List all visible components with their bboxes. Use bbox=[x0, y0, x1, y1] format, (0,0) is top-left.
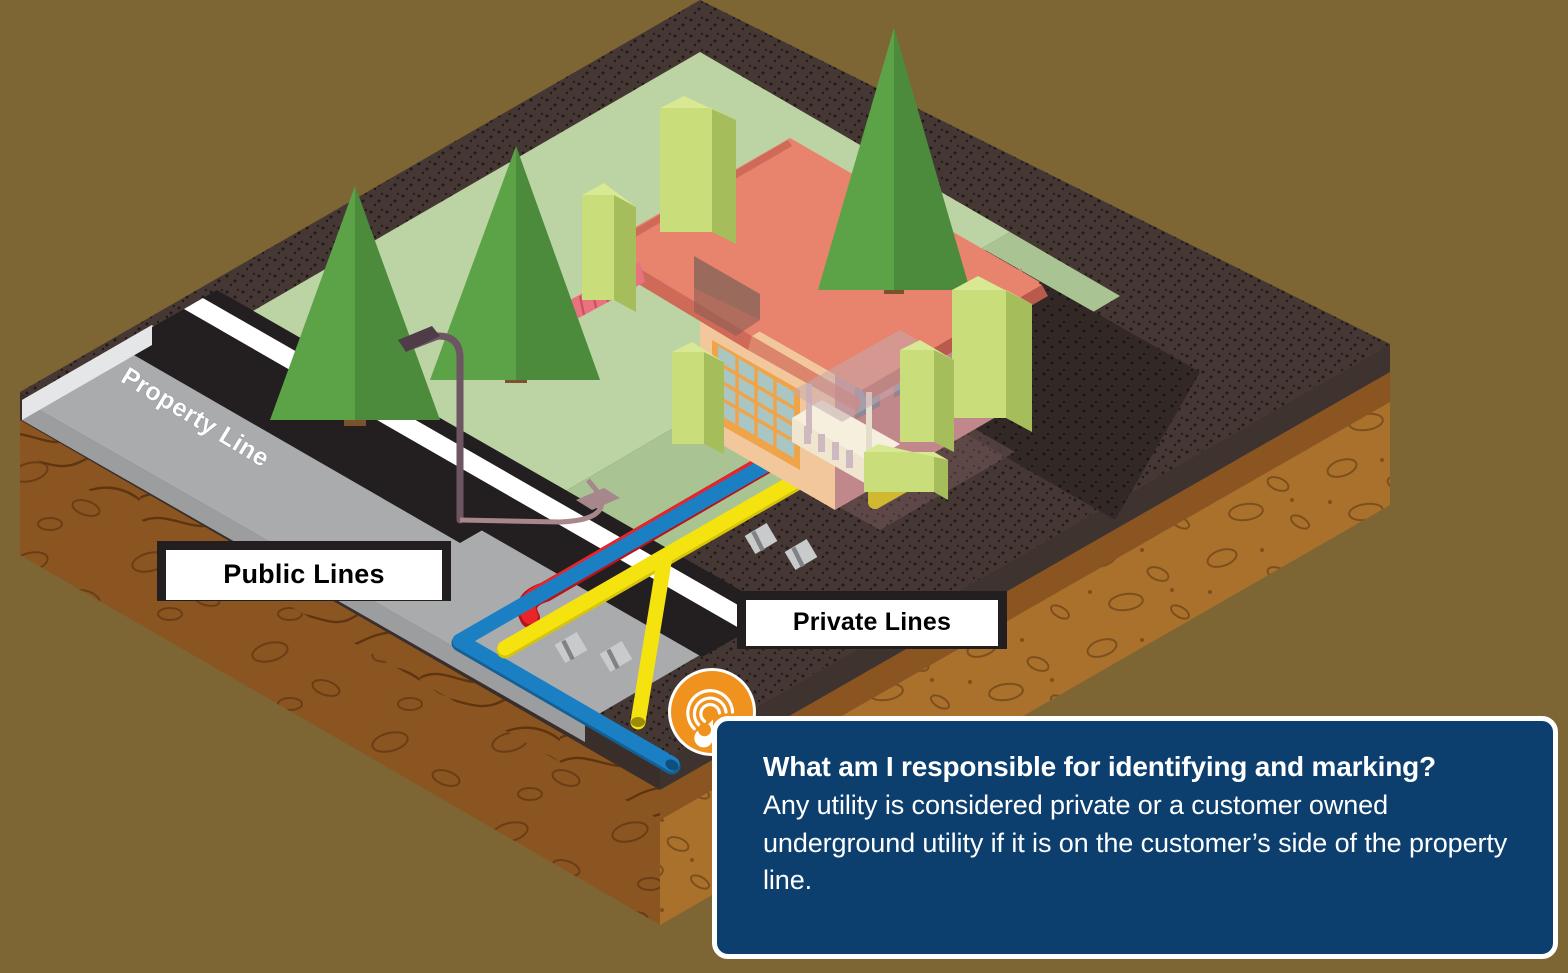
pipe-coupling bbox=[554, 631, 588, 664]
pipe-coupling bbox=[599, 640, 633, 673]
evergreen-tree bbox=[430, 146, 600, 383]
private-lines-label: Private Lines bbox=[737, 591, 1007, 649]
shrub bbox=[900, 340, 954, 452]
curb-step bbox=[22, 325, 152, 420]
street-lamp bbox=[398, 326, 620, 525]
shrub bbox=[864, 444, 948, 500]
tree-group bbox=[270, 28, 970, 426]
shrub bbox=[952, 276, 1032, 432]
info-card-body: Any utility is considered private or a c… bbox=[763, 790, 1508, 895]
shrub bbox=[582, 183, 636, 312]
public-lines-text: Public Lines bbox=[166, 550, 442, 600]
locator-signal-glyph bbox=[686, 689, 735, 748]
shrub-group bbox=[582, 96, 1032, 500]
locator-signal-icon bbox=[668, 668, 756, 756]
public-lines-label: Public Lines bbox=[157, 541, 451, 601]
info-card-title: What am I responsible for identifying an… bbox=[763, 751, 1436, 782]
private-lines-text: Private Lines bbox=[746, 600, 998, 646]
pipe-coupling bbox=[784, 538, 818, 571]
info-card: What am I responsible for identifying an… bbox=[712, 716, 1558, 959]
house-window-large bbox=[712, 340, 800, 470]
shrub bbox=[672, 342, 724, 454]
pipe-coupling bbox=[744, 522, 778, 555]
evergreen-tree bbox=[270, 186, 440, 426]
shrub bbox=[660, 96, 736, 244]
evergreen-tree bbox=[818, 28, 970, 294]
